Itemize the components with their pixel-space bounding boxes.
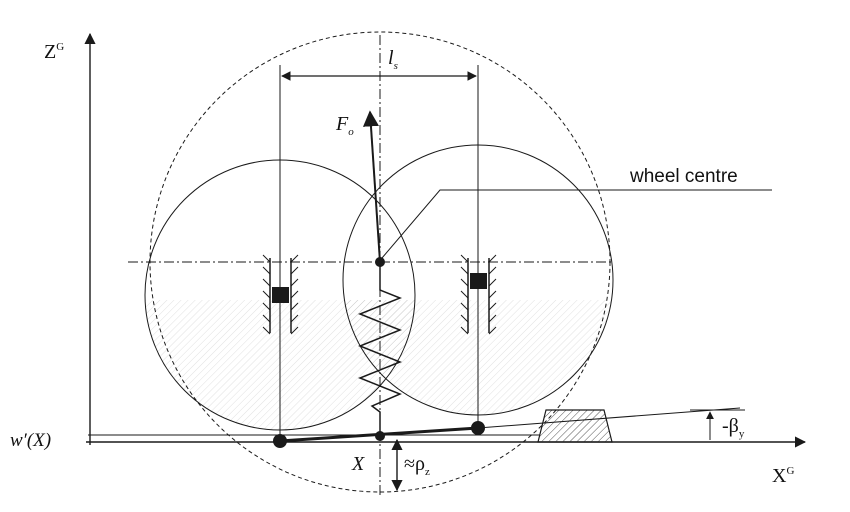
suspension-spring — [357, 262, 403, 436]
contact-point-right — [471, 421, 485, 435]
profile-label: w′(X) — [10, 430, 51, 451]
tilt-reference-line — [477, 407, 741, 429]
contact-point-left — [273, 434, 287, 448]
rho-label: ≈ρz — [404, 453, 430, 478]
road-obstacle — [537, 409, 613, 443]
right-axle-guide — [460, 254, 497, 335]
wheel-centre-dot — [375, 257, 385, 267]
x-position-label: X — [351, 453, 365, 475]
wheel-centre-label: wheel centre — [629, 166, 738, 187]
contact-point-mid — [375, 431, 385, 441]
x-axis-label: XG — [772, 465, 794, 487]
force-label: Fo — [335, 113, 354, 138]
left-axle-guide — [262, 254, 299, 335]
z-axis-label: ZG — [44, 41, 64, 63]
beta-label: -βy — [722, 415, 745, 440]
wheel-centre-leader — [381, 189, 772, 259]
wheelbase-dimension — [279, 65, 479, 442]
force-arrow — [362, 110, 381, 263]
wheelbase-label: ls — [388, 47, 398, 72]
